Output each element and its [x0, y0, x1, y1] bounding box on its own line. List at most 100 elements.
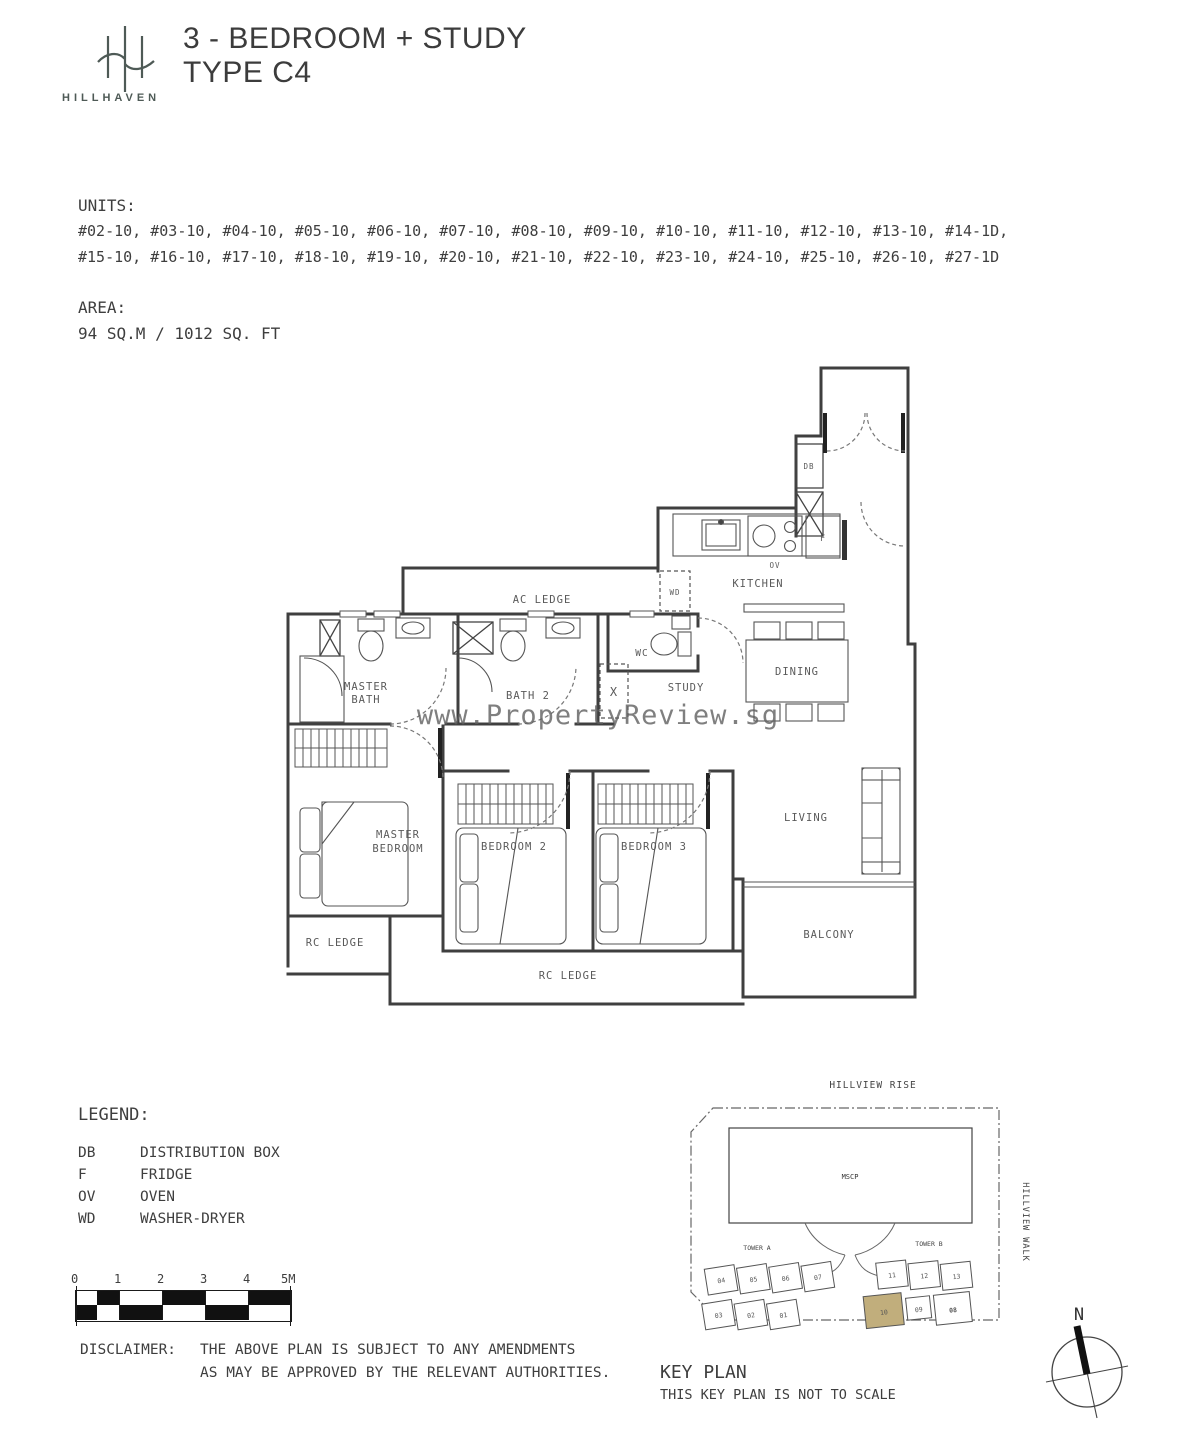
tower-b-label: TOWER B — [915, 1240, 942, 1248]
legend-abbr: WD — [78, 1211, 96, 1228]
units-label: UNITS: — [78, 196, 136, 215]
units-line1: #02-10, #03-10, #04-10, #05-10, #06-10, … — [78, 222, 1009, 240]
wardrobes — [294, 728, 694, 825]
title-block: 3 - BEDROOM + STUDY TYPE C4 — [183, 22, 527, 89]
label-master-bath-1: MASTER — [344, 681, 388, 693]
floorplan-drawing: AC LEDGE KITCHEN WC STUDY DINING BATH 2 … — [286, 366, 917, 1006]
dining-set — [745, 621, 849, 722]
disclaimer-line1: THE ABOVE PLAN IS SUBJECT TO ANY AMENDME… — [200, 1342, 576, 1358]
unit-a-07: 07 — [813, 1273, 822, 1282]
label-bedroom2: BEDROOM 2 — [481, 841, 547, 853]
label-ac-ledge: AC LEDGE — [513, 594, 572, 606]
compass-circle — [1051, 1336, 1123, 1408]
legend-item: OV OVEN — [78, 1186, 280, 1208]
label-fridge: F — [820, 534, 826, 544]
washer-dryer-box — [659, 570, 691, 612]
unit-a-06: 06 — [781, 1274, 790, 1283]
north-compass: N — [1045, 1305, 1129, 1419]
unit-a-03: 03 — [714, 1311, 723, 1320]
scale-tick: 0 — [71, 1272, 79, 1286]
highlighted-unit-block — [862, 1292, 905, 1330]
watermark: www.PropertyReview.sg — [417, 700, 779, 731]
unit-b-09: 09 — [915, 1306, 924, 1315]
mscp-label: MSCP — [842, 1173, 859, 1181]
sofa — [861, 767, 901, 875]
unit-b-11: 11 — [888, 1271, 897, 1280]
label-living: LIVING — [784, 812, 828, 824]
label-balcony: BALCONY — [803, 929, 854, 941]
label-dining: DINING — [775, 666, 819, 678]
scale-tick: 2 — [157, 1272, 165, 1286]
label-master-bedroom-2: BEDROOM — [372, 843, 423, 855]
legend-abbr: F — [78, 1167, 87, 1184]
legend-item: F FRIDGE — [78, 1164, 280, 1186]
label-study: STUDY — [668, 682, 705, 694]
label-wd: WD — [669, 588, 680, 597]
road-label-right: HILLVIEW WALK — [1020, 1182, 1030, 1262]
road-label-top: HILLVIEW RISE — [829, 1080, 916, 1091]
disclaimer-label: DISCLAIMER: — [80, 1342, 177, 1358]
units-line2: #15-10, #16-10, #17-10, #18-10, #19-10, … — [78, 248, 1000, 266]
logo-mark — [97, 26, 155, 92]
unit-b-08: 08 — [949, 1306, 958, 1315]
unit-a-01: 01 — [779, 1311, 788, 1320]
brand-text: HILLHAVEN — [62, 92, 161, 104]
hillhaven-logo — [97, 26, 155, 92]
legend-abbr: DB — [78, 1145, 96, 1161]
service-shafts — [319, 443, 824, 657]
legend-item: DB DISTRIBUTION BOX — [78, 1142, 280, 1164]
legend-abbr: OV — [78, 1189, 96, 1206]
tower-a-blocks: 04 05 06 07 03 02 01 — [701, 1260, 836, 1331]
label-db: DB — [803, 462, 814, 471]
label-bath2: BATH 2 — [506, 690, 550, 702]
legend-list: DB DISTRIBUTION BOX F FRIDGE OV OVEN WD WASH… — [78, 1142, 280, 1230]
label-master-bedroom-1: MASTER — [376, 829, 420, 841]
legend-desc: DISTRIBUTION BOX — [140, 1145, 280, 1161]
mscp-block — [728, 1127, 973, 1224]
legend-label: LEGEND: — [78, 1105, 150, 1125]
tower-b-blocks: 11 12 13 10 09 08 — [862, 1259, 974, 1330]
label-wc: WC — [635, 648, 648, 659]
label-rc-ledge-left: RC LEDGE — [306, 937, 365, 949]
label-master-bath-2: BATH — [351, 694, 380, 706]
unit-b-10: 10 — [880, 1308, 889, 1317]
unit-a-04: 04 — [717, 1276, 726, 1285]
window-marks — [339, 610, 655, 618]
label-rc-ledge-bottom: RC LEDGE — [539, 970, 598, 982]
north-label: N — [1074, 1305, 1084, 1325]
key-plan-map: HILLVIEW RISE HILLVIEW WALK MSCP TOWER A… — [690, 1080, 1030, 1331]
scale-bar-blocks — [75, 1286, 292, 1326]
label-bedroom3: BEDROOM 3 — [621, 841, 687, 853]
disclaimer-line2: AS MAY BE APPROVED BY THE RELEVANT AUTHO… — [200, 1365, 611, 1381]
page-title-line2: TYPE C4 — [183, 55, 312, 89]
compass-needle — [1073, 1325, 1091, 1375]
beds — [299, 801, 707, 945]
scale-bar: 0 1 2 3 4 5M — [71, 1272, 295, 1332]
scale-bar-labels: 0 1 2 3 4 5M — [71, 1272, 295, 1286]
door-leaves — [438, 413, 905, 829]
scale-tick: 4 — [243, 1272, 251, 1286]
tower-a-label: TOWER A — [743, 1244, 770, 1252]
legend-desc: WASHER-DRYER — [140, 1211, 245, 1228]
area-value: 94 SQ.M / 1012 SQ. FT — [78, 324, 281, 343]
page-title-line1: 3 - BEDROOM + STUDY — [183, 22, 527, 55]
unit-b-13: 13 — [952, 1272, 961, 1281]
unit-a-02: 02 — [747, 1311, 756, 1320]
unit-a-05: 05 — [749, 1275, 758, 1284]
scale-tick: 3 — [200, 1272, 208, 1286]
keyplan-title: KEY PLAN — [660, 1362, 747, 1383]
legend-item: WD WASHER-DRYER — [78, 1208, 280, 1230]
legend-desc: OVEN — [140, 1189, 175, 1206]
scale-tick: 5M — [281, 1272, 296, 1286]
room-labels: AC LEDGE KITCHEN WC STUDY DINING BATH 2 … — [306, 462, 854, 982]
label-kitchen: KITCHEN — [732, 578, 783, 590]
bathroom-fixtures — [299, 615, 692, 723]
area-label: AREA: — [78, 298, 127, 317]
study-cabinet — [599, 663, 629, 719]
door-arcs — [389, 412, 906, 834]
legend-desc: FRIDGE — [140, 1167, 193, 1184]
label-oven: OV — [769, 561, 780, 570]
keyplan-subtitle: THIS KEY PLAN IS NOT TO SCALE — [660, 1387, 896, 1403]
label-x-cabinet: X — [610, 685, 618, 699]
